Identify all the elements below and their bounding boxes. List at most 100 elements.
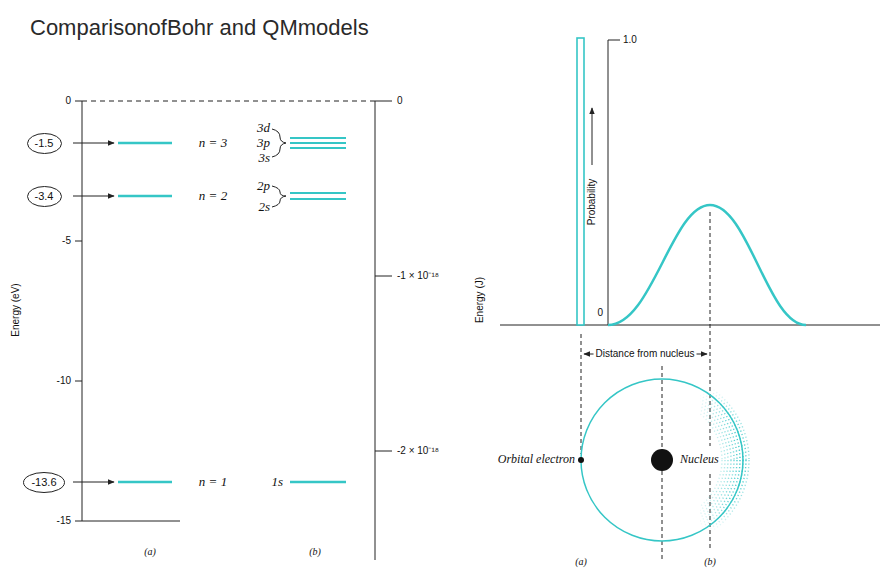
tick (375, 451, 392, 452)
braces (272, 129, 286, 207)
label-text: -1 × 10⁻¹⁸ (397, 270, 439, 281)
circled-value: -3.4 (27, 186, 62, 207)
qm-probability-curve (608, 205, 806, 325)
label-text: (a) (575, 556, 587, 567)
label-text: (b) (309, 546, 321, 557)
label-text: Energy (eV) (10, 283, 21, 336)
label-text: 1.0 (623, 34, 637, 45)
nucleus-dot (651, 449, 673, 471)
axis-tick-label: 0 (597, 307, 603, 319)
qm-level (290, 147, 346, 149)
bohr-level (118, 481, 172, 484)
subshell-label: 3s (258, 151, 270, 166)
leader-arrow (73, 196, 114, 197)
probability-plot (500, 38, 880, 562)
ev-axis (82, 101, 83, 521)
label-text: -10 (57, 375, 71, 386)
panel-label: (a) (144, 546, 156, 558)
tick (375, 276, 392, 277)
axis-tick-label: -2 × 10⁻¹⁸ (397, 445, 439, 457)
dashed-guide (710, 474, 711, 548)
bohr-level (118, 195, 172, 198)
energy-level-plot (73, 101, 392, 560)
ellipse-shape (27, 186, 61, 206)
energy-levels (118, 138, 346, 482)
axis-tick-label: -15 (57, 515, 71, 527)
joule-axis (375, 101, 376, 560)
qm-level (290, 198, 346, 200)
label-text: n = 3 (199, 135, 227, 150)
axis-tick-label: -10 (57, 375, 71, 387)
subshell-label: 3p (257, 136, 270, 151)
distance-axis (500, 325, 880, 326)
leader-arrow (73, 482, 114, 483)
axis-tick-label: -1 × 10⁻¹⁸ (397, 270, 439, 282)
label-text: 3p (257, 135, 270, 150)
brace (272, 186, 286, 207)
ev-axis-base (82, 521, 180, 522)
label-text: -5 (62, 235, 71, 246)
label-text: Distance from nucleus (596, 348, 695, 359)
tick (608, 40, 620, 41)
subshell-label: 1s (271, 475, 283, 490)
level-label: n = 3 (199, 136, 227, 151)
label-text: n = 2 (199, 188, 227, 203)
label-text: Nucleus (680, 452, 719, 466)
axis-tick-label: 0 (397, 95, 403, 107)
label-text: 0 (65, 95, 71, 106)
tick (75, 381, 82, 382)
bohr-level (118, 142, 172, 145)
title-text: ComparisonofBohr and QMmodels (30, 15, 369, 40)
value-text: -1.5 (35, 137, 54, 150)
tick (75, 241, 82, 242)
callout-label: Orbital electron (498, 453, 575, 467)
qm-level (290, 481, 346, 484)
tick (75, 521, 82, 522)
label-text: n = 1 (199, 474, 227, 489)
label-text: 0 (397, 95, 403, 106)
label-text: 0 (597, 307, 603, 318)
label-text: -15 (57, 515, 71, 526)
level-label: n = 2 (199, 189, 227, 204)
level-label: n = 1 (199, 475, 227, 490)
axis-tick-label: 1.0 (623, 34, 637, 46)
axis-tick-label: 0 (65, 95, 71, 107)
label-text: 3s (258, 150, 270, 165)
bohr-spike (577, 38, 584, 325)
label-text: Orbital electron (498, 452, 575, 466)
circled-value: -1.5 (27, 133, 62, 154)
dashed-guide (581, 334, 582, 454)
panel-label: (b) (704, 556, 716, 568)
electron-dot (578, 457, 584, 463)
callout-label: Nucleus (678, 453, 721, 467)
value-text: -13.6 (31, 476, 56, 489)
label-text: Probability (586, 179, 597, 226)
subshell-label: 3d (257, 121, 270, 136)
label-text: 3d (257, 120, 270, 135)
brace (272, 129, 286, 157)
zero-line (82, 101, 375, 102)
label-text: (b) (704, 556, 716, 567)
label-text: 1s (271, 474, 283, 489)
subshell-label: 2s (258, 200, 270, 215)
probability-arrow (592, 108, 593, 165)
tick (375, 101, 392, 102)
label-text: 2s (258, 199, 270, 214)
tick (75, 101, 82, 102)
figure-title: ComparisonofBohr and QMmodels (30, 15, 369, 40)
label-text: -2 × 10⁻¹⁸ (397, 445, 439, 456)
axis-title: Energy (eV) (10, 283, 22, 336)
dimension-label: Distance from nucleus (594, 348, 697, 360)
bohr-orbit (581, 379, 743, 541)
leader-arrow (73, 143, 114, 144)
circled-value: -13.6 (23, 472, 65, 493)
label-text: 2p (257, 178, 270, 193)
ellipse-shape (24, 472, 65, 492)
ellipse-shape (27, 133, 61, 153)
axis-tick-label: -5 (62, 235, 71, 247)
panel-label: (b) (309, 546, 321, 558)
qm-level (290, 137, 346, 139)
axis-title: Probability (586, 179, 598, 226)
